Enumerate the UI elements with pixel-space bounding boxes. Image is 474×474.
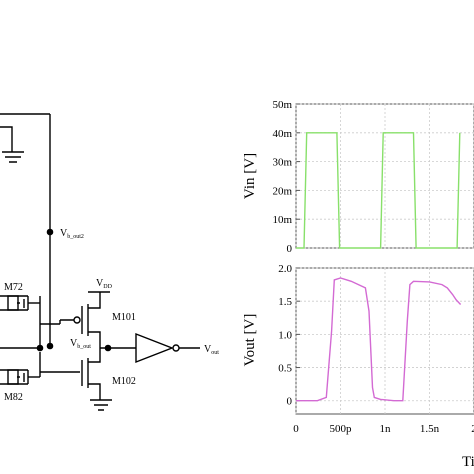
y-tick-label: 50m [272,99,292,111]
y-tick-label: 10m [272,214,292,226]
y-tick-label: 40m [272,128,292,140]
m101-gate-bubble [73,316,81,324]
y-tick-label: 0.5 [278,363,292,375]
m72-transistor [0,295,29,311]
y-axis-label: Vout [V] [242,314,258,367]
label-vbout2: Vb_out2 [60,228,84,240]
x-tick-label: 500p [330,423,353,435]
ground-symbol-top [0,126,24,163]
left-node-dot [36,344,44,352]
vbout2-node-dot [46,228,54,236]
center-node-dot [46,342,54,350]
series-line [296,277,462,402]
y-tick-label: 20m [272,185,292,197]
m82-transistor [0,369,29,385]
y-tick-label: 0 [287,243,293,255]
m82-gate [7,369,19,385]
x-tick-label: 1n [380,423,392,435]
ground-symbol-bottom [90,399,112,411]
label-vdd: VDD [96,278,113,290]
m72-gate [7,295,19,311]
y-tick-label: 1.0 [278,329,292,341]
y-tick-label: 2.0 [278,263,292,275]
label-vbout: Vb_out [70,338,91,350]
circuit-schematic [0,113,200,411]
label-m101: M101 [112,312,136,323]
label-m72: M72 [4,282,23,293]
circuit-labels: Vb_out2 M72 M82 VDD M101 Vb_out M102 Vou… [4,228,219,403]
x-tick-label: 2 [471,423,474,435]
inverter-bubble [172,344,180,352]
x-axis-label: Tin [462,454,474,470]
y-axis-label: Vin [V] [242,153,258,199]
m101-terminals [88,292,101,348]
inverter-triangle [135,332,174,364]
label-m102: M102 [112,376,136,387]
vout-plot: 0 0.5 1.0 1.5 2.0 0 500p 1n 1.5n 2 Vout [V] Tin [242,263,474,470]
x-tick-label: 1.5n [420,423,440,435]
y-tick-label: 0 [287,396,293,408]
label-vout: Vout [204,344,219,356]
x-tick-label: 0 [293,423,299,435]
m102-terminals [88,348,101,400]
series-line [296,132,461,249]
label-m82: M82 [4,392,23,403]
y-tick-label: 1.5 [278,296,292,308]
y-tick-label: 30m [272,157,292,169]
